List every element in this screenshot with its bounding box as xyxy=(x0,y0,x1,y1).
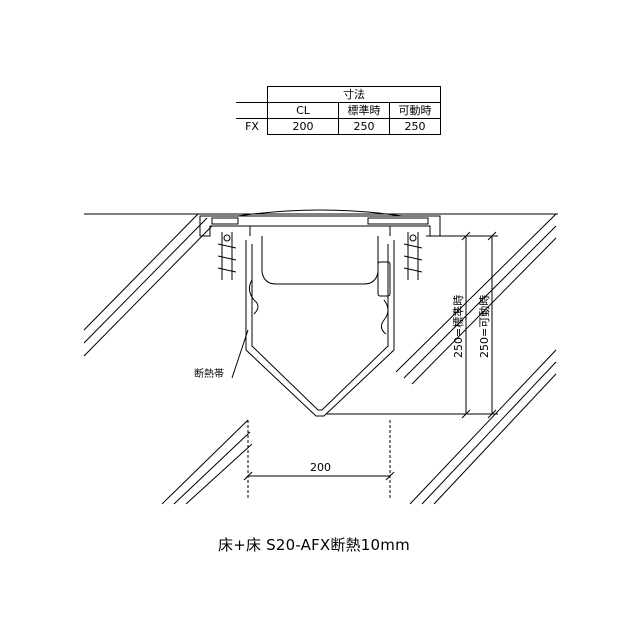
cell-standard-value: 250 xyxy=(338,118,390,135)
col-header-movable: 可動時 xyxy=(389,102,441,119)
table-row: FX 200 250 250 xyxy=(236,118,441,135)
standard-dim-label: 250=標準時 xyxy=(451,295,465,358)
left-right-frame xyxy=(199,215,441,237)
insulation-leader xyxy=(231,329,249,379)
left-clip xyxy=(248,279,259,315)
width-dimension xyxy=(243,420,395,500)
inner-trough xyxy=(251,244,389,411)
movable-dim-label: 250=可動時 xyxy=(477,295,491,358)
col-header-standard: 標準時 xyxy=(338,102,390,119)
right-anchor xyxy=(403,232,423,280)
cover-arc xyxy=(237,209,403,217)
right-slab-hatch xyxy=(395,213,557,505)
right-insert xyxy=(367,217,429,225)
insulation-band-label: 断熱帯 xyxy=(194,367,224,380)
left-slab-hatch xyxy=(83,213,253,505)
cell-cl-value: 200 xyxy=(267,118,339,135)
movable-dimension xyxy=(476,231,498,419)
standard-dimension xyxy=(326,231,476,419)
inner-gutter xyxy=(261,236,379,285)
drawing-caption: 床+床 S20-AFX断熱10mm xyxy=(218,536,410,554)
cell-movable-value: 250 xyxy=(389,118,441,135)
row-label-fx: FX xyxy=(236,118,268,135)
left-insert xyxy=(211,217,239,225)
table-subheader-row: CL 標準時 可動時 xyxy=(236,102,441,119)
outer-trough xyxy=(245,240,395,417)
left-anchor xyxy=(217,232,237,280)
dimension-table: 寸法 CL 標準時 可動時 FX 200 250 250 xyxy=(236,86,441,135)
right-clip xyxy=(377,261,391,297)
width-dim-label: 200 xyxy=(310,461,331,474)
col-header-cl: CL xyxy=(267,102,339,119)
